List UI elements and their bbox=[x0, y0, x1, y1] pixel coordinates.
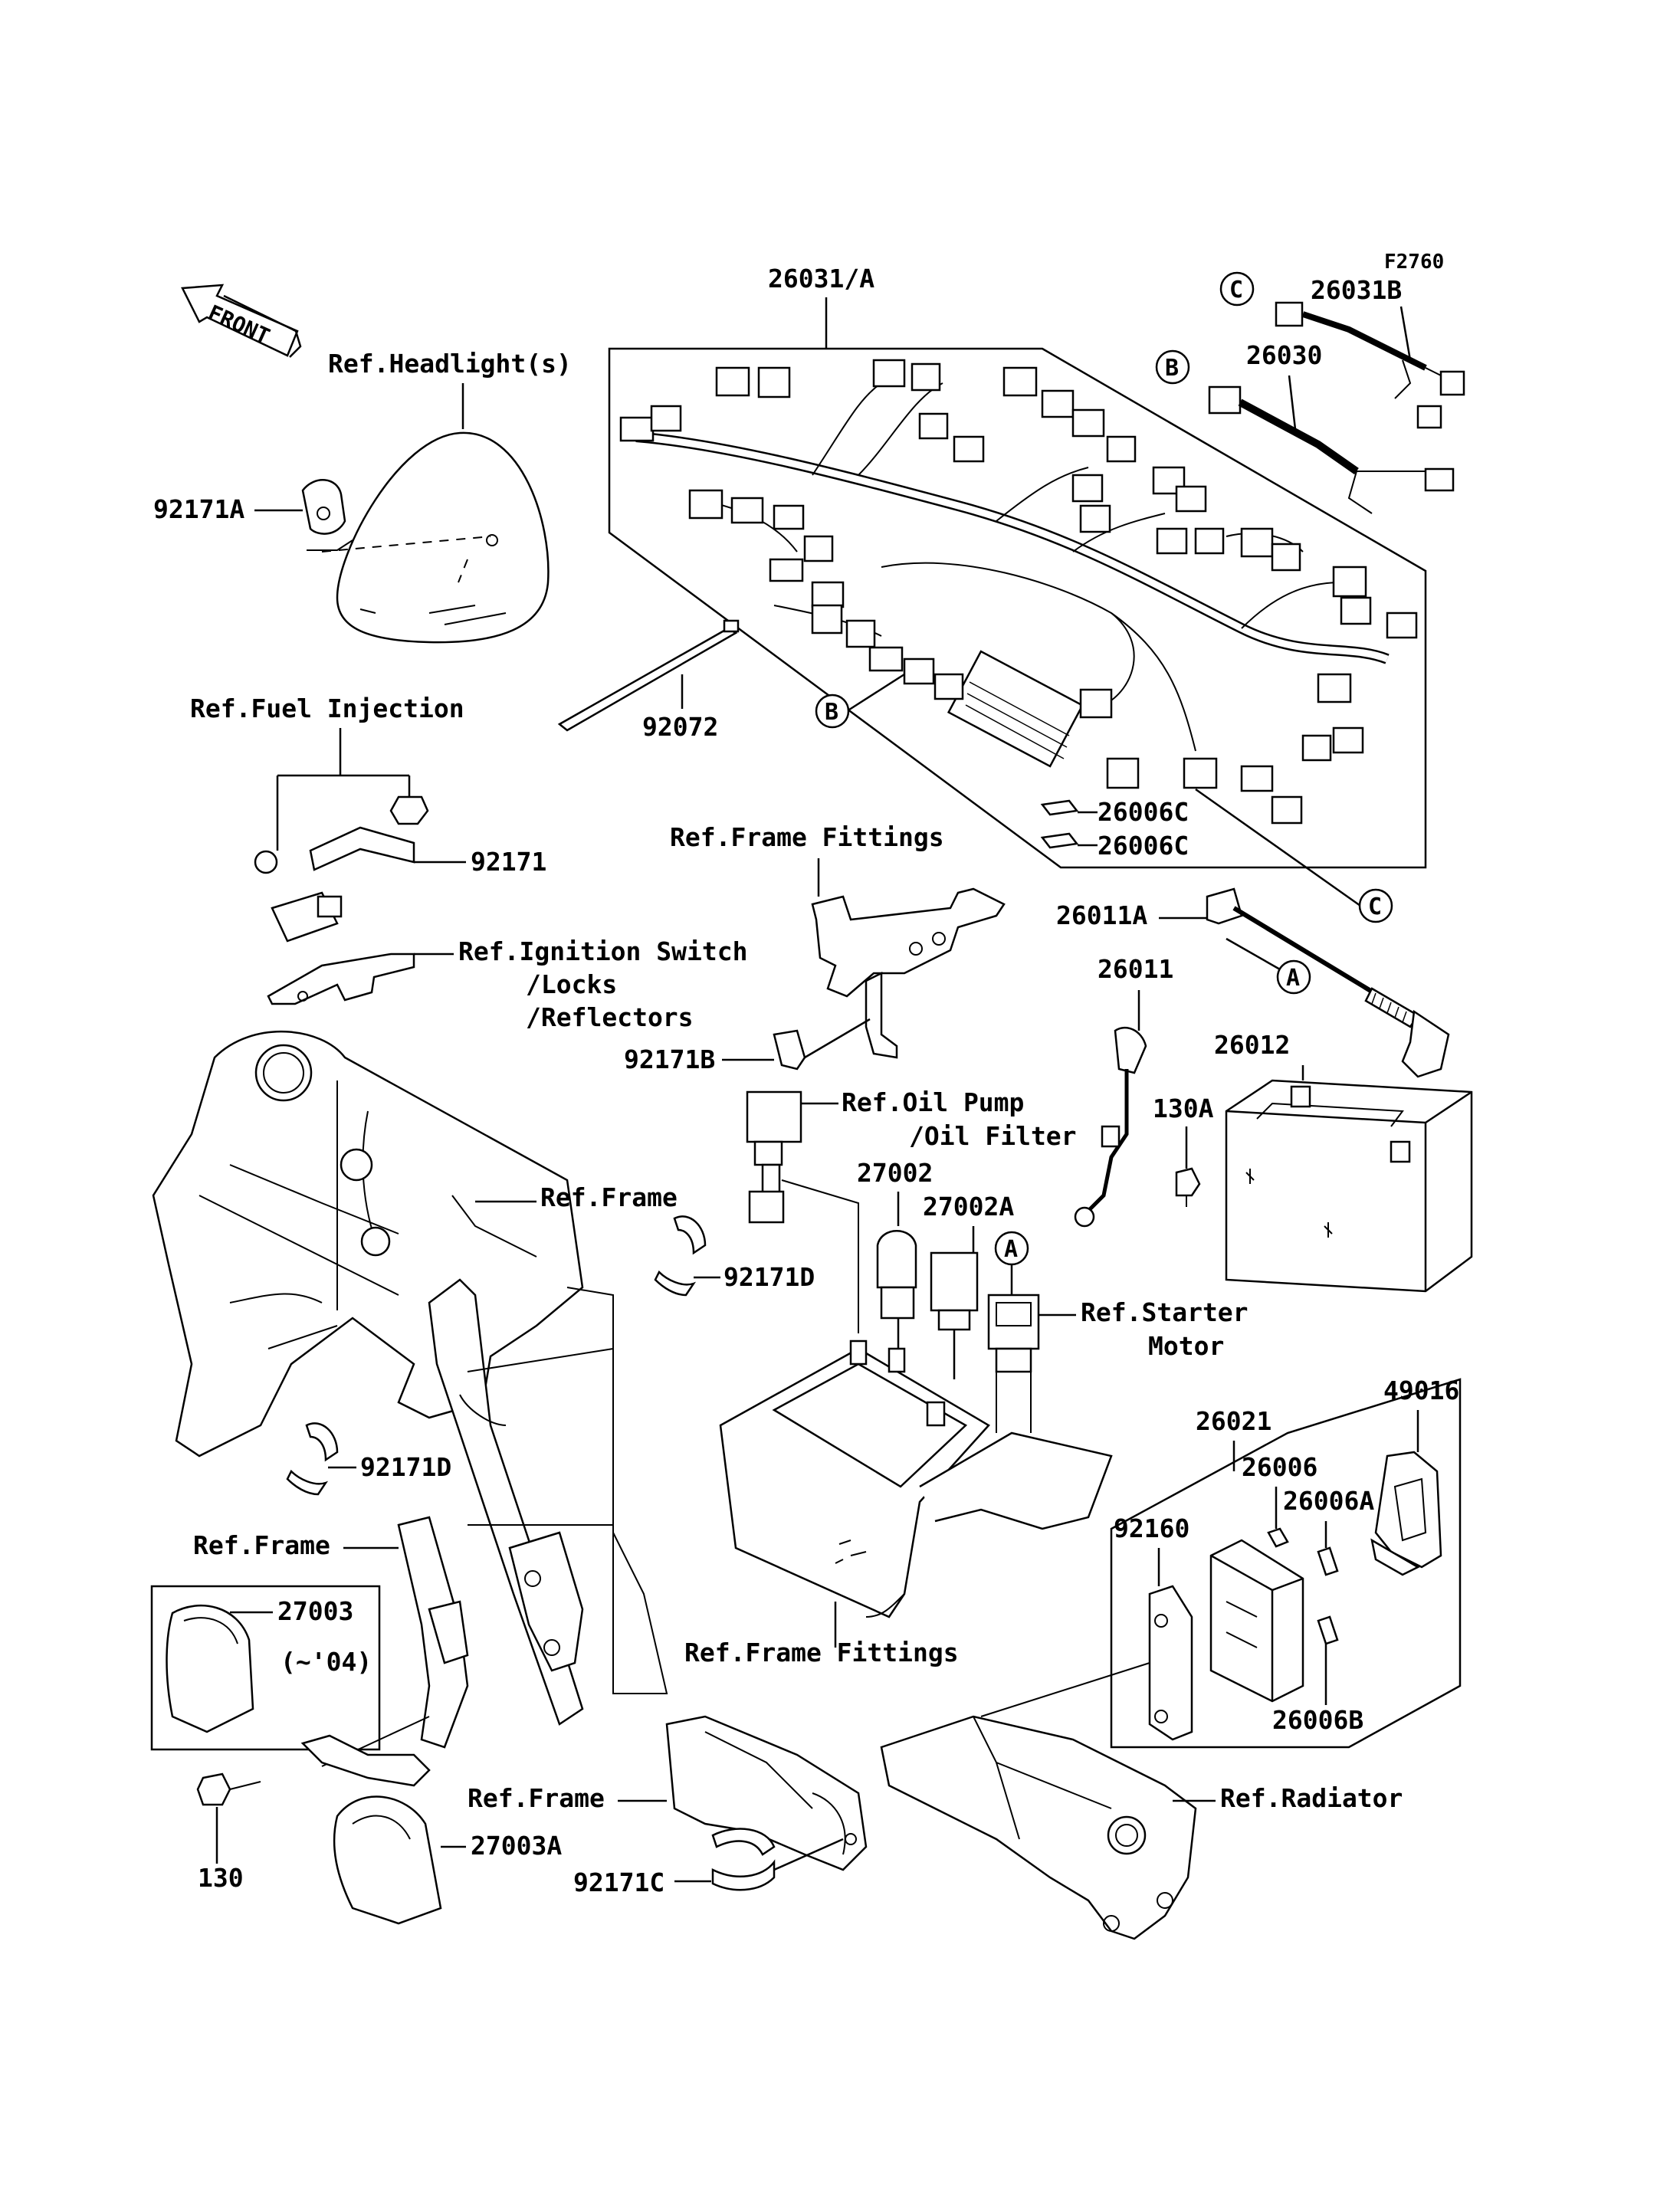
svg-text:C: C bbox=[1368, 894, 1382, 920]
starter-ref-label-1: Ref.Starter bbox=[1081, 1297, 1249, 1327]
bolt-130-label: 130 bbox=[198, 1863, 244, 1893]
nut-1 bbox=[254, 795, 429, 874]
ground-lead-26011-label: 26011 bbox=[1098, 954, 1173, 984]
frame-fittings-ref-bottom-label: Ref.Frame Fittings bbox=[684, 1638, 959, 1667]
fuse-26006a bbox=[1317, 1546, 1339, 1576]
frame-tube-left bbox=[397, 1516, 469, 1749]
battery-26012-label: 26012 bbox=[1214, 1030, 1290, 1060]
battery-case bbox=[719, 1340, 1113, 1618]
clamp-92171a bbox=[301, 479, 346, 535]
harness-label: 26031/A bbox=[768, 264, 874, 293]
clamp-92171d-label-2: 92171D bbox=[360, 1452, 451, 1482]
horn-27003 bbox=[166, 1604, 254, 1733]
relay-assembly-oil bbox=[746, 1090, 802, 1224]
band-92072 bbox=[557, 619, 740, 732]
radiator-cover bbox=[880, 1715, 1197, 1940]
frame-section bbox=[152, 1030, 584, 1726]
band-92072-label: 92072 bbox=[642, 712, 718, 742]
clamp-92171a-label: 92171A bbox=[153, 494, 244, 524]
oil-pump-ref-label-1: Ref.Oil Pump bbox=[842, 1087, 1024, 1117]
battery-26012 bbox=[1225, 1079, 1473, 1293]
callout-c-1: C bbox=[1358, 888, 1393, 923]
relay-starter bbox=[987, 1294, 1040, 1373]
fuse-26006c-label-1: 26006C bbox=[1098, 797, 1189, 827]
svg-text:A: A bbox=[1004, 1236, 1018, 1263]
callout-b-1: B bbox=[815, 694, 850, 729]
cover-49016 bbox=[1370, 1451, 1442, 1576]
bolt-130 bbox=[196, 1772, 261, 1806]
front-arrow-icon: FRONT bbox=[181, 284, 302, 358]
ignition-ref-label-1: Ref.Ignition Switch bbox=[458, 936, 748, 966]
clamp-92171d-label-1: 92171D bbox=[724, 1262, 815, 1292]
ground-lead-26011 bbox=[1074, 1026, 1147, 1228]
ignition-ref-label-2: /Locks bbox=[526, 969, 617, 999]
sub-harness-26031b-label: 26031B bbox=[1311, 275, 1402, 305]
battery-lead-26011a-label: 26011A bbox=[1056, 900, 1147, 930]
relay-27002a bbox=[930, 1251, 979, 1331]
sub-harness-26030 bbox=[1208, 385, 1455, 514]
fuse-26006c bbox=[1040, 799, 1079, 849]
callout-c-2: C bbox=[1219, 271, 1255, 307]
oil-pump-ref-label-2: /Oil Filter bbox=[909, 1121, 1077, 1151]
callout-b-2: B bbox=[1155, 349, 1190, 385]
svg-text:C: C bbox=[1229, 277, 1243, 303]
fuse-26006 bbox=[1267, 1527, 1289, 1548]
junction-group-box bbox=[1110, 1378, 1462, 1749]
clamp-92171c-label: 92171C bbox=[573, 1867, 664, 1897]
junction-box-unit bbox=[1209, 1539, 1304, 1703]
clamp-92171c bbox=[711, 1828, 776, 1891]
harness-group-box bbox=[608, 347, 1427, 869]
clamp-92171b bbox=[773, 1029, 806, 1071]
starter-ref-label-2: Motor bbox=[1148, 1331, 1224, 1361]
bracket-92160 bbox=[1148, 1585, 1193, 1741]
clamp-92171 bbox=[271, 826, 415, 943]
wiring-harness bbox=[619, 359, 1418, 825]
bolt-130a-label: 130A bbox=[1153, 1094, 1214, 1123]
clamp-92171d-bottom bbox=[286, 1422, 339, 1496]
relay-27002a-label: 27002A bbox=[923, 1192, 1014, 1221]
relay-27002-label: 27002 bbox=[857, 1158, 933, 1188]
cover-49016-label: 49016 bbox=[1383, 1376, 1459, 1405]
headlight bbox=[321, 431, 550, 644]
callout-a-2: A bbox=[994, 1231, 1029, 1266]
svg-text:B: B bbox=[825, 699, 838, 726]
fuse-26006c-label-2: 26006C bbox=[1098, 831, 1189, 861]
frame-tube-bottom bbox=[665, 1715, 868, 1871]
fuse-26006-label: 26006 bbox=[1242, 1452, 1317, 1482]
svg-text:A: A bbox=[1286, 965, 1300, 992]
frame-fitting-bracket bbox=[811, 887, 1006, 1059]
bolt-130a bbox=[1175, 1167, 1201, 1207]
sub-harness-26031b bbox=[1275, 301, 1465, 429]
bracket-ignition bbox=[267, 953, 415, 1005]
relay-27002 bbox=[876, 1230, 917, 1320]
junction-box-label: 26021 bbox=[1196, 1406, 1271, 1436]
battery-lead-26011a bbox=[1206, 887, 1450, 1078]
fuse-26006b bbox=[1317, 1615, 1339, 1645]
horn-note-label: (~'04) bbox=[281, 1647, 372, 1677]
bracket-92160-label: 92160 bbox=[1114, 1513, 1189, 1543]
clamp-92171b-label: 92171B bbox=[624, 1044, 715, 1074]
horn-variant-box bbox=[150, 1585, 381, 1751]
horn-27003a-label: 27003A bbox=[471, 1831, 562, 1861]
frame-ref-top-label: Ref.Frame bbox=[540, 1182, 678, 1212]
fuel-injection-ref-label: Ref.Fuel Injection bbox=[190, 694, 464, 723]
svg-text:B: B bbox=[1165, 355, 1179, 382]
sub-harness-26030-label: 26030 bbox=[1246, 340, 1322, 370]
figure-code: F2760 bbox=[1384, 251, 1444, 274]
fuse-26006a-label: 26006A bbox=[1283, 1486, 1374, 1516]
frame-ref-bottom-label: Ref.Frame bbox=[468, 1783, 605, 1813]
horn-27003-label: 27003 bbox=[277, 1596, 353, 1626]
frame-fittings-ref-top-label: Ref.Frame Fittings bbox=[670, 822, 944, 852]
fuse-26006b-label: 26006B bbox=[1272, 1705, 1363, 1735]
clamp-92171-label: 92171 bbox=[471, 847, 546, 877]
ignition-ref-label-3: /Reflectors bbox=[526, 1002, 694, 1032]
headlight-ref-label: Ref.Headlight(s) bbox=[328, 349, 572, 379]
radiator-ref-label: Ref.Radiator bbox=[1220, 1783, 1403, 1813]
callout-a-1: A bbox=[1276, 959, 1311, 995]
horn-27003a bbox=[300, 1734, 442, 1925]
frame-ref-left-label: Ref.Frame bbox=[193, 1530, 330, 1560]
clamp-92171d-top bbox=[654, 1215, 707, 1297]
